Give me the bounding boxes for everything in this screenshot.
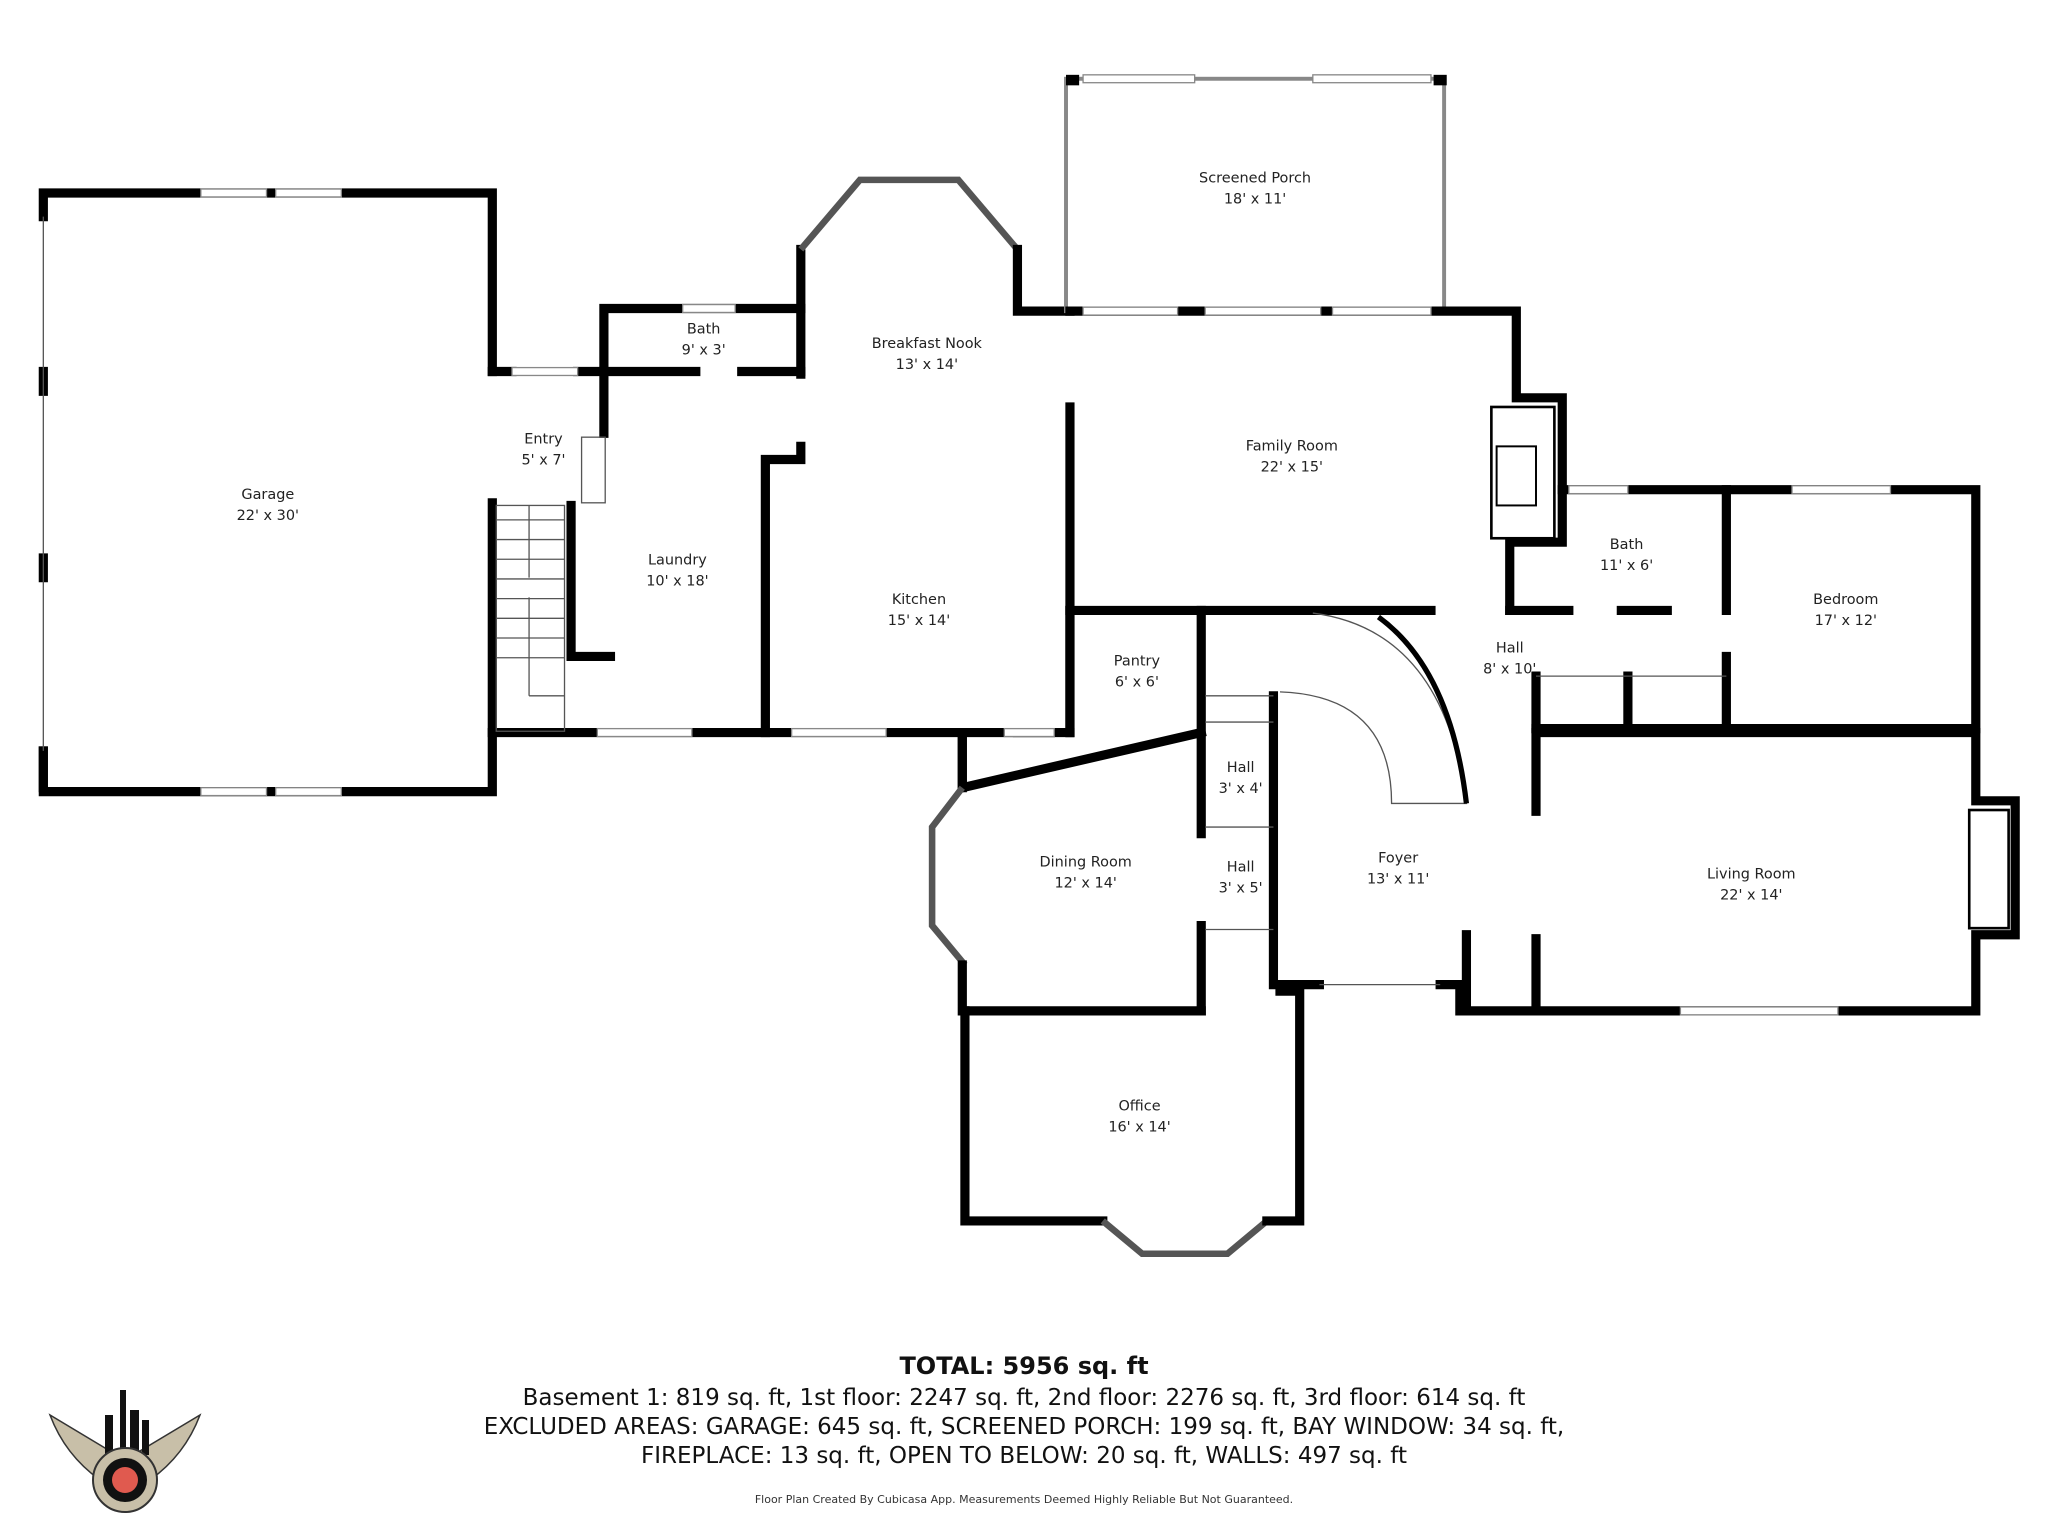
svg-text:12' x 14': 12' x 14' — [1054, 875, 1116, 891]
svg-text:3' x 4': 3' x 4' — [1219, 781, 1263, 797]
svg-text:Office: Office — [1118, 1099, 1160, 1115]
svg-text:22' x 30': 22' x 30' — [237, 508, 299, 524]
svg-text:Hall: Hall — [1496, 640, 1524, 656]
svg-text:Hall: Hall — [1227, 860, 1255, 876]
office-walls — [960, 986, 1305, 1258]
svg-text:Foyer: Foyer — [1378, 851, 1418, 867]
excluded-areas-1: EXCLUDED AREAS: GARAGE: 645 sq. ft, SCRE… — [483, 1414, 1565, 1440]
room-label-hall: Hall 8' x 10' — [1483, 640, 1536, 677]
svg-text:16' x 14': 16' x 14' — [1108, 1120, 1170, 1136]
svg-text:13' x 11': 13' x 11' — [1367, 872, 1429, 888]
room-label-pantry: Pantry 6' x 6' — [1114, 654, 1161, 691]
disclaimer: Floor Plan Created By Cubicasa App. Meas… — [754, 1493, 1294, 1506]
svg-text:10' x 18': 10' x 18' — [646, 574, 708, 590]
svg-text:13' x 14': 13' x 14' — [896, 357, 958, 373]
room-label-hall-2: Hall 3' x 4' — [1219, 760, 1263, 797]
svg-text:Screened Porch: Screened Porch — [1199, 170, 1311, 186]
total-area: TOTAL: 5956 sq. ft — [899, 1352, 1149, 1380]
excluded-areas-2: FIREPLACE: 13 sq. ft, OPEN TO BELOW: 20 … — [641, 1443, 1407, 1469]
svg-text:22' x 14': 22' x 14' — [1720, 887, 1782, 903]
room-label-garage: Garage 22' x 30' — [237, 487, 299, 524]
svg-text:11' x 6': 11' x 6' — [1600, 558, 1653, 574]
svg-text:Bath: Bath — [687, 321, 721, 337]
room-label-family-room: Family Room 22' x 15' — [1246, 438, 1338, 475]
room-label-office: Office 16' x 14' — [1108, 1099, 1170, 1136]
svg-text:Hall: Hall — [1227, 760, 1255, 776]
room-label-dining-room: Dining Room 12' x 14' — [1040, 854, 1132, 891]
room-label-kitchen: Kitchen 15' x 14' — [888, 592, 950, 629]
room-label-bedroom: Bedroom 17' x 12' — [1813, 592, 1878, 629]
room-label-hall-3: Hall 3' x 5' — [1219, 860, 1263, 897]
garage-walls — [38, 188, 497, 797]
entry-laundry-walls — [487, 303, 1075, 738]
svg-text:3' x 5': 3' x 5' — [1219, 881, 1263, 897]
svg-text:Dining Room: Dining Room — [1040, 854, 1132, 870]
room-label-foyer: Foyer 13' x 11' — [1367, 851, 1429, 888]
pantry-hall-walls — [1065, 605, 1470, 1016]
room-label-bath: Bath 9' x 3' — [682, 321, 726, 358]
floor-areas: Basement 1: 819 sq. ft, 1st floor: 2247 … — [522, 1385, 1526, 1411]
bedroom-walls — [1505, 485, 1981, 734]
svg-text:Bedroom: Bedroom — [1813, 592, 1878, 608]
svg-text:Entry: Entry — [524, 432, 563, 448]
svg-text:18' x 11': 18' x 11' — [1224, 191, 1286, 207]
fireplace-icon — [1967, 808, 2010, 930]
svg-text:22' x 15': 22' x 15' — [1261, 459, 1323, 475]
svg-text:Family Room: Family Room — [1246, 438, 1338, 454]
svg-text:Kitchen: Kitchen — [892, 592, 946, 608]
svg-text:17' x 12': 17' x 12' — [1815, 613, 1877, 629]
svg-text:8' x 10': 8' x 10' — [1483, 661, 1536, 677]
curved-stairs — [1279, 612, 1468, 805]
family-room-walls — [1065, 306, 1567, 616]
svg-text:Laundry: Laundry — [648, 553, 707, 569]
room-label-screened-porch: Screened Porch 18' x 11' — [1199, 170, 1311, 207]
kitchen-walls — [796, 176, 1075, 738]
svg-text:Living Room: Living Room — [1707, 866, 1796, 882]
room-label-bath-2: Bath 11' x 6' — [1600, 537, 1653, 574]
room-label-living-room: Living Room 22' x 14' — [1707, 866, 1796, 903]
svg-text:Breakfast Nook: Breakfast Nook — [872, 336, 983, 352]
indiana-sky-pics-logo — [48, 1390, 202, 1513]
room-label-breakfast-nook: Breakfast Nook 13' x 14' — [872, 336, 983, 373]
dining-room-walls — [928, 727, 1207, 1016]
room-label-laundry: Laundry 10' x 18' — [646, 553, 708, 590]
svg-text:6' x 6': 6' x 6' — [1115, 675, 1159, 691]
room-label-entry: Entry 5' x 7' — [521, 432, 565, 469]
living-foyer-walls — [1319, 727, 2020, 1016]
svg-text:9' x 3': 9' x 3' — [682, 342, 726, 358]
svg-text:5' x 7': 5' x 7' — [521, 453, 565, 469]
svg-text:Bath: Bath — [1610, 537, 1644, 553]
stairs — [495, 436, 606, 732]
svg-text:15' x 14': 15' x 14' — [888, 613, 950, 629]
svg-text:Pantry: Pantry — [1114, 654, 1161, 670]
svg-text:Garage: Garage — [241, 487, 294, 503]
